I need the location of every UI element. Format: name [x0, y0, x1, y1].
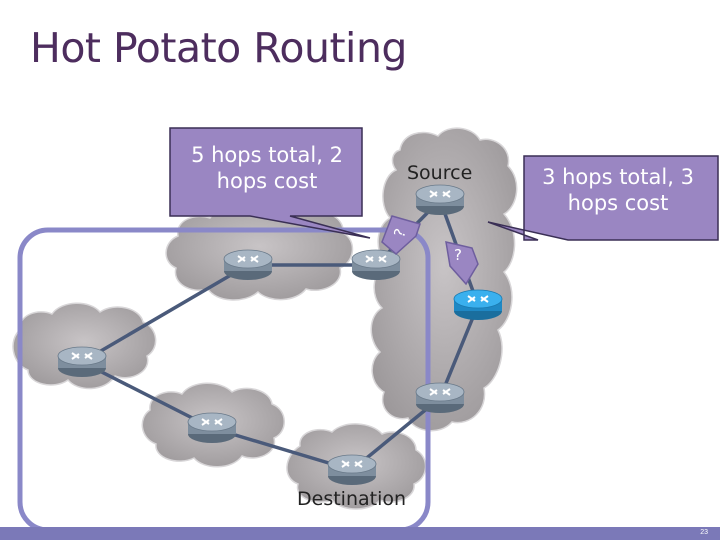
- link: [81, 360, 213, 430]
- link: [438, 304, 480, 399]
- router-icon: [415, 382, 465, 413]
- router-icon: [223, 249, 273, 280]
- question-mark-right: ?: [454, 246, 462, 264]
- footer-bar: [0, 527, 720, 540]
- cloud-icon: [12, 302, 157, 390]
- router-icon: [327, 454, 377, 485]
- slide-title: Hot Potato Routing: [30, 24, 407, 72]
- callout-left-text: 5 hops total, 2 hops cost: [191, 143, 343, 194]
- router-icon: [57, 346, 107, 377]
- callout-left-shape: [169, 127, 371, 239]
- destination-label: Destination: [297, 488, 407, 510]
- callout-right-shape: [487, 155, 719, 241]
- router-icon: [351, 249, 401, 280]
- callout-right-text: 3 hops total, 3 hops cost: [542, 165, 694, 216]
- router-icon-highlighted: [453, 289, 503, 320]
- link: [81, 263, 249, 364]
- decision-arrow-right: [445, 241, 479, 286]
- source-label: Source: [407, 162, 473, 184]
- page-number: 23: [700, 529, 708, 536]
- router-icon: [187, 412, 237, 443]
- router-icon: [415, 184, 465, 215]
- decision-arrow-left: [381, 215, 421, 255]
